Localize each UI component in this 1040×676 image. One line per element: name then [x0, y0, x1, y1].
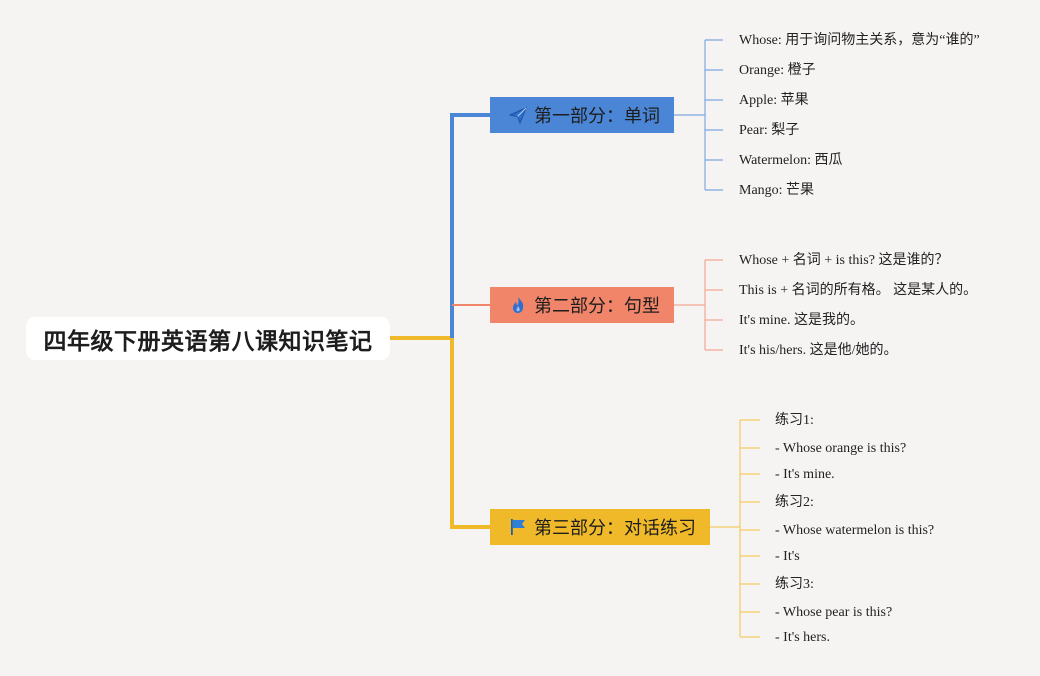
- branch-topic-2-label: 第二部分：句型: [534, 296, 660, 317]
- branch-topic-3[interactable]: 第三部分：对话练习: [490, 509, 710, 545]
- leaf-item-1-3[interactable]: Apple: 苹果: [739, 93, 809, 108]
- leaf-item-1-4[interactable]: Pear: 梨子: [739, 123, 800, 138]
- paper-plane-icon: [508, 105, 528, 125]
- leaf-ticks-2: [705, 259, 723, 351]
- leaf-item-1-5[interactable]: Watermelon: 西瓜: [739, 153, 843, 168]
- leaf-item-1-2[interactable]: Orange: 橙子: [739, 63, 816, 78]
- leaf-ticks-3: [740, 419, 760, 638]
- flame-icon: [508, 295, 528, 315]
- branch-topic-2[interactable]: 第二部分：句型: [490, 287, 674, 323]
- branch-topic-1-label: 第一部分：单词: [534, 106, 660, 127]
- branch-line-1: [450, 113, 490, 338]
- branch-topic-1[interactable]: 第一部分：单词: [490, 97, 674, 133]
- leaf-item-2-3[interactable]: It's mine. 这是我的。: [739, 313, 865, 328]
- leaf-item-3-5[interactable]: - Whose watermelon is this?: [775, 523, 935, 538]
- leaf-item-2-4[interactable]: It's his/hers. 这是他/她的。: [739, 343, 898, 358]
- leaf-bracket-3: [710, 420, 741, 637]
- leaf-bracket-1: [674, 40, 706, 190]
- flag-icon: [508, 517, 528, 537]
- leaf-item-3-1[interactable]: 练习1:: [775, 413, 814, 428]
- leaf-item-3-2[interactable]: - Whose orange is this?: [775, 441, 907, 456]
- leaf-item-1-1[interactable]: Whose: 用于询问物主关系，意为“谁的”: [739, 33, 980, 48]
- leaf-item-3-6[interactable]: - It's: [775, 549, 800, 564]
- leaf-ticks-1: [705, 39, 723, 191]
- branch-line-3: [450, 338, 490, 529]
- leaf-item-3-3[interactable]: - It's mine.: [775, 467, 835, 482]
- leaf-item-3-9[interactable]: - It's hers.: [775, 630, 831, 645]
- leaf-item-3-4[interactable]: 练习2:: [775, 495, 814, 510]
- leaf-bracket-2: [674, 260, 706, 350]
- leaf-item-2-1[interactable]: Whose + 名词 + is this? 这是谁的？: [739, 253, 949, 268]
- branch-topic-3-label: 第三部分：对话练习: [534, 518, 696, 539]
- root-topic[interactable]: 四年级下册英语第八课知识笔记: [26, 317, 390, 360]
- root-topic-label: 四年级下册英语第八课知识笔记: [43, 328, 373, 355]
- leaf-item-2-2[interactable]: This is + 名词的所有格。 这是某人的。: [739, 283, 978, 298]
- leaf-item-3-8[interactable]: - Whose pear is this?: [775, 605, 893, 620]
- leaf-item-3-7[interactable]: 练习3:: [775, 577, 814, 592]
- leaf-item-1-6[interactable]: Mango: 芒果: [739, 183, 815, 198]
